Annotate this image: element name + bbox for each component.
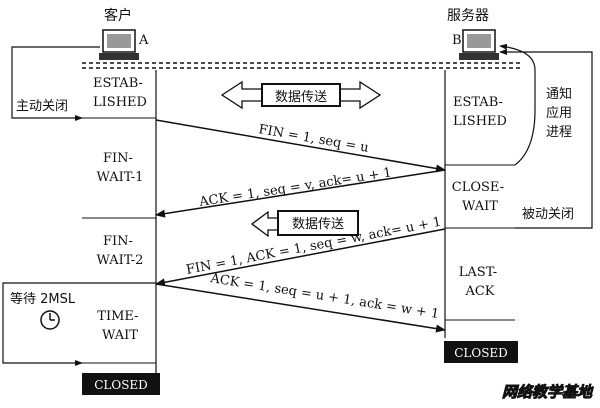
passive-close-arrow	[499, 49, 593, 229]
server-closed-label: CLOSED	[454, 346, 508, 360]
segment-arrow-ack	[155, 169, 446, 218]
client-closed-label: CLOSED	[94, 378, 148, 392]
active-close-label: 主动关闭	[16, 99, 68, 114]
segment-label-final-ack: ACK = 1, seq = u + 1, ack = w + 1	[208, 271, 440, 322]
server-computer-icon	[459, 29, 499, 60]
half-close-data-label: 数据传送	[292, 217, 344, 232]
server-state-close-wait: CLOSE- WAIT	[452, 180, 508, 214]
segment-arrow-final-ack	[155, 283, 446, 333]
clock-icon	[40, 310, 60, 330]
server-title: 服务器	[447, 8, 489, 24]
client-state-established: ESTAB- LISHED	[93, 76, 147, 110]
server-state-established: ESTAB- LISHED	[453, 95, 507, 129]
server-state-last-ack: LAST- ACK	[459, 265, 501, 299]
segment-label-fin: FIN = 1, seq = u	[257, 122, 369, 156]
wait-2msl-label: 等待 2MSL	[10, 291, 76, 307]
active-close-arrow	[11, 46, 100, 121]
client-title: 客户	[104, 7, 132, 24]
server-host-label: B	[452, 33, 462, 48]
passive-close-label: 被动关闭	[522, 207, 574, 222]
wait-2msl-arrow	[2, 282, 156, 366]
notify-app-label: 通知 应用 进程	[546, 86, 576, 140]
half-close-data-arrow	[250, 210, 359, 238]
segment-arrow-fin-ack	[155, 228, 446, 287]
data-transfer-label: 数据传送	[275, 90, 327, 105]
notify-app-arrow	[499, 43, 536, 166]
segment-arrow-fin	[155, 119, 446, 173]
client-computer-icon	[99, 29, 139, 60]
data-transfer-double-arrow	[220, 80, 382, 110]
segment-label-ack: ACK = 1, seq = v, ack= u + 1	[197, 165, 392, 210]
client-closed-box	[82, 373, 160, 395]
server-closed-box	[444, 341, 518, 363]
client-state-time-wait: TIME- WAIT	[97, 309, 142, 343]
client-state-fin-wait-2: FIN- WAIT-2	[97, 234, 144, 268]
client-state-fin-wait-1: FIN- WAIT-1	[97, 151, 144, 185]
watermark-text: 网络教学基地	[502, 383, 594, 401]
client-host-label: A	[138, 33, 149, 48]
